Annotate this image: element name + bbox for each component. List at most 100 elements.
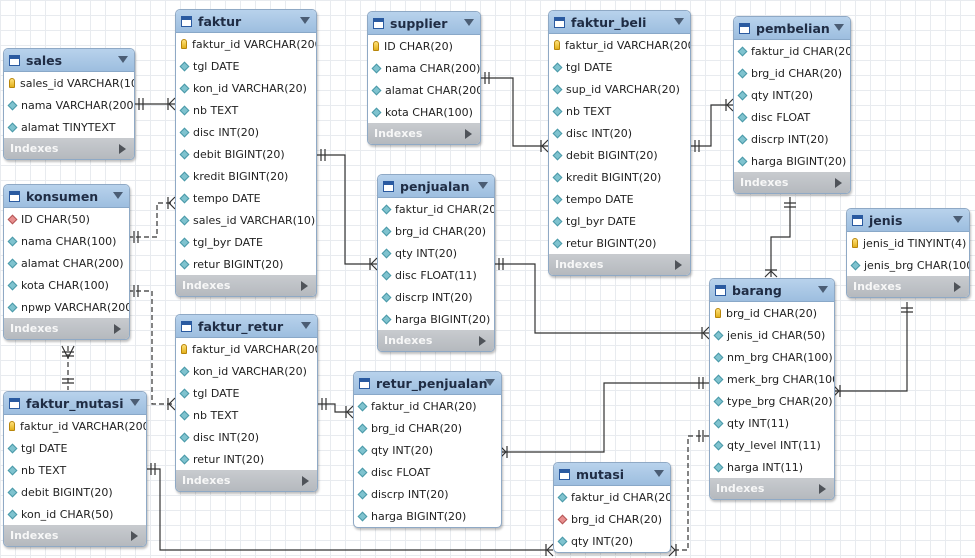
column-row[interactable]: tempo DATE [549, 188, 690, 210]
table-konsumen[interactable]: konsumen ID CHAR(50)nama CHAR(100)alamat… [3, 184, 130, 340]
column-row[interactable]: brg_id CHAR(20) [710, 302, 834, 324]
column-row[interactable]: retur BIGINT(20) [549, 232, 690, 254]
column-row[interactable]: sales_id VARCHAR(10) [176, 209, 316, 231]
caret-down-icon[interactable] [818, 286, 828, 293]
indexes-section[interactable]: Indexes [710, 478, 834, 499]
column-row[interactable]: type_brg CHAR(20) [710, 390, 834, 412]
column-row[interactable]: qty INT(20) [734, 84, 850, 106]
caret-right-icon[interactable] [819, 484, 826, 494]
table-faktur_retur[interactable]: faktur_retur faktur_id VARCHAR(200)kon_i… [175, 314, 318, 492]
column-row[interactable]: faktur_id CHAR(20) [378, 198, 494, 220]
caret-down-icon[interactable] [300, 17, 310, 24]
caret-right-icon[interactable] [465, 129, 472, 139]
column-row[interactable]: discrp INT(20) [354, 483, 501, 505]
column-row[interactable]: nama VARCHAR(200) [4, 94, 134, 116]
caret-right-icon[interactable] [119, 144, 126, 154]
column-row[interactable]: kon_id VARCHAR(20) [176, 360, 317, 382]
caret-right-icon[interactable] [301, 281, 308, 291]
table-barang[interactable]: barang brg_id CHAR(20)jenis_id CHAR(50)n… [709, 278, 835, 500]
column-row[interactable]: merk_brg CHAR(100) [710, 368, 834, 390]
table-header[interactable]: barang [710, 279, 834, 302]
table-header[interactable]: jenis [847, 209, 969, 232]
column-row[interactable]: debit BIGINT(20) [176, 143, 316, 165]
column-row[interactable]: nb TEXT [176, 404, 317, 426]
column-row[interactable]: kredit BIGINT(20) [549, 166, 690, 188]
column-row[interactable]: ID CHAR(20) [368, 35, 480, 57]
column-row[interactable]: harga BIGINT(20) [354, 505, 501, 527]
column-row[interactable]: tgl DATE [4, 437, 146, 459]
column-row[interactable]: sales_id VARCHAR(10) [4, 72, 134, 94]
column-row[interactable]: qty INT(20) [378, 242, 494, 264]
caret-right-icon[interactable] [479, 336, 486, 346]
column-row[interactable]: debit BIGINT(20) [549, 144, 690, 166]
column-row[interactable]: nb TEXT [4, 459, 146, 481]
table-header[interactable]: mutasi [554, 463, 670, 486]
column-row[interactable]: nb TEXT [176, 99, 316, 121]
column-row[interactable]: retur INT(20) [176, 448, 317, 470]
caret-down-icon[interactable] [674, 18, 684, 25]
indexes-section[interactable]: Indexes [847, 276, 969, 297]
column-row[interactable]: faktur_id VARCHAR(200) [549, 34, 690, 56]
table-header[interactable]: penjualan [378, 175, 494, 198]
caret-right-icon[interactable] [835, 178, 842, 188]
column-row[interactable]: alamat CHAR(200) [4, 252, 129, 274]
table-supplier[interactable]: supplier ID CHAR(20)nama CHAR(200)alamat… [367, 11, 481, 145]
table-header[interactable]: pembelian [734, 17, 850, 40]
caret-down-icon[interactable] [478, 182, 488, 189]
column-row[interactable]: faktur_id VARCHAR(200) [176, 33, 316, 55]
table-penjualan[interactable]: penjualan faktur_id CHAR(20)brg_id CHAR(… [377, 174, 495, 352]
column-row[interactable]: kredit BIGINT(20) [176, 165, 316, 187]
table-header[interactable]: faktur [176, 10, 316, 33]
indexes-section[interactable]: Indexes [4, 318, 129, 339]
column-row[interactable]: kota CHAR(100) [4, 274, 129, 296]
table-jenis[interactable]: jenis jenis_id TINYINT(4)jenis_brg CHAR(… [846, 208, 970, 298]
column-row[interactable]: brg_id CHAR(20) [378, 220, 494, 242]
column-row[interactable]: jenis_brg CHAR(100) [847, 254, 969, 276]
caret-down-icon[interactable] [301, 322, 311, 329]
column-row[interactable]: faktur_id CHAR(20) [554, 486, 670, 508]
caret-down-icon[interactable] [485, 379, 495, 386]
table-header[interactable]: faktur_mutasi [4, 392, 146, 415]
column-row[interactable]: faktur_id VARCHAR(200) [4, 415, 146, 437]
table-faktur_mutasi[interactable]: faktur_mutasi faktur_id VARCHAR(200)tgl … [3, 391, 147, 547]
indexes-section[interactable]: Indexes [368, 123, 480, 144]
indexes-section[interactable]: Indexes [4, 138, 134, 159]
caret-down-icon[interactable] [834, 24, 844, 31]
indexes-section[interactable]: Indexes [176, 275, 316, 296]
column-row[interactable]: disc FLOAT(11) [378, 264, 494, 286]
caret-right-icon[interactable] [954, 282, 961, 292]
column-row[interactable]: alamat CHAR(200) [368, 79, 480, 101]
column-row[interactable]: nm_brg CHAR(100) [710, 346, 834, 368]
caret-down-icon[interactable] [130, 399, 140, 406]
column-row[interactable]: discrp INT(20) [378, 286, 494, 308]
caret-down-icon[interactable] [654, 470, 664, 477]
indexes-section[interactable]: Indexes [734, 172, 850, 193]
column-row[interactable]: kon_id VARCHAR(20) [176, 77, 316, 99]
column-row[interactable]: nb TEXT [549, 100, 690, 122]
column-row[interactable]: tgl_byr DATE [549, 210, 690, 232]
column-row[interactable]: tempo DATE [176, 187, 316, 209]
column-row[interactable]: tgl_byr DATE [176, 231, 316, 253]
column-row[interactable]: alamat TINYTEXT [4, 116, 134, 138]
caret-right-icon[interactable] [675, 260, 682, 270]
column-row[interactable]: faktur_id CHAR(20) [734, 40, 850, 62]
column-row[interactable]: disc FLOAT [354, 461, 501, 483]
column-row[interactable]: harga BIGINT(20) [378, 308, 494, 330]
column-row[interactable]: kota CHAR(100) [368, 101, 480, 123]
caret-right-icon[interactable] [131, 531, 138, 541]
column-row[interactable]: disc INT(20) [176, 426, 317, 448]
table-faktur_beli[interactable]: faktur_beli faktur_id VARCHAR(200)tgl DA… [548, 10, 691, 276]
caret-down-icon[interactable] [113, 192, 123, 199]
column-row[interactable]: nama CHAR(200) [368, 57, 480, 79]
table-header[interactable]: supplier [368, 12, 480, 35]
column-row[interactable]: brg_id CHAR(20) [734, 62, 850, 84]
column-row[interactable]: retur BIGINT(20) [176, 253, 316, 275]
column-row[interactable]: sup_id VARCHAR(20) [549, 78, 690, 100]
column-row[interactable]: harga BIGINT(20) [734, 150, 850, 172]
column-row[interactable]: ID CHAR(50) [4, 208, 129, 230]
column-row[interactable]: jenis_id TINYINT(4) [847, 232, 969, 254]
column-row[interactable]: brg_id CHAR(20) [554, 508, 670, 530]
caret-down-icon[interactable] [464, 19, 474, 26]
column-row[interactable]: npwp VARCHAR(200) [4, 296, 129, 318]
